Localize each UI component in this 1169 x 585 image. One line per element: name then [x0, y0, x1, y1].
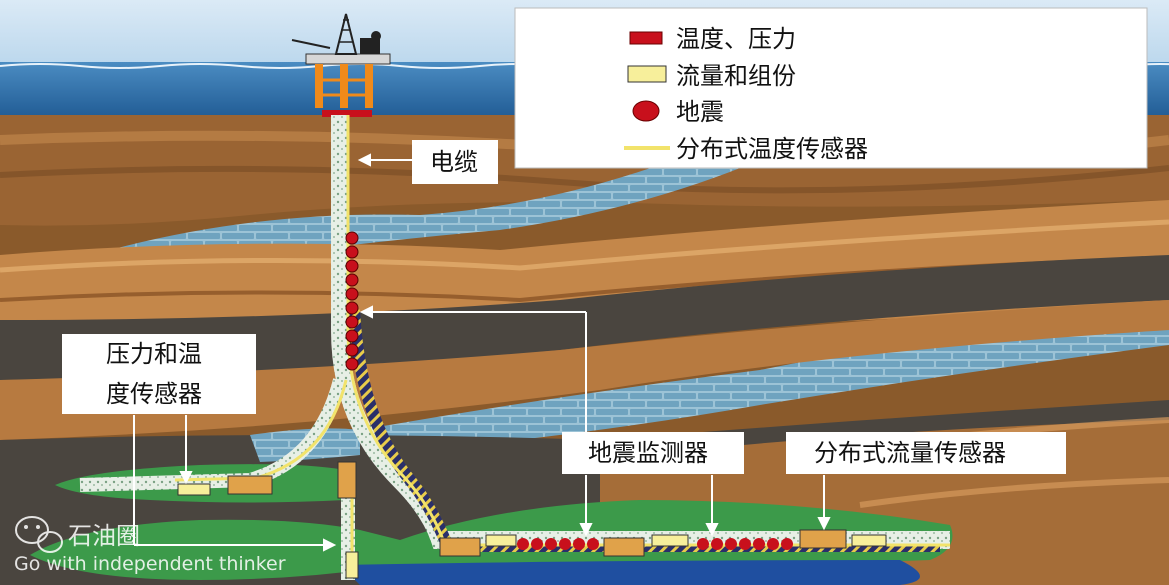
offshore-platform — [291, 13, 391, 117]
legend-label-seismic: 地震 — [676, 98, 724, 126]
watermark: 石油圈 Go with independent thinker — [14, 516, 286, 575]
callout-cable: 电缆 — [412, 140, 498, 184]
sandstone-layer-lower — [0, 300, 1169, 440]
legend: 温度、压力 流量和组份 地震 分布式温度传感器 — [514, 7, 1148, 169]
rock-streak — [0, 165, 1169, 194]
wechat-icon — [15, 516, 63, 553]
seismic-sensor-string-vertical — [345, 231, 359, 371]
seismic-monitor-label: 地震监测器 — [588, 439, 708, 467]
shale-band-upper — [0, 255, 1169, 380]
legend-label-flow-composition: 流量和组份 — [676, 62, 796, 90]
legend-symbol-red-bar — [629, 31, 663, 45]
distributed-flow-label: 分布式流量传感器 — [814, 439, 1006, 467]
limestone-band-upper — [110, 140, 760, 268]
seismic-sensor-string-horizontal — [517, 538, 793, 550]
water-zone — [340, 560, 920, 585]
legend-label-distributed-temperature: 分布式温度传感器 — [676, 135, 868, 163]
rock-streak — [859, 477, 1169, 508]
watermark-slogan: Go with independent thinker — [14, 553, 286, 575]
legend-symbol-yellow-box — [627, 65, 667, 83]
pt-sensor-label-line1: 压力和温 — [106, 340, 202, 368]
legend-label-temp-pressure: 温度、压力 — [676, 25, 796, 53]
callout-pt-sensor: 压力和温 度传感器 — [62, 334, 256, 414]
flow-sensors — [177, 461, 887, 579]
legend-symbol-red-dot — [632, 100, 660, 122]
callout-distributed-flow: 分布式流量传感器 — [786, 432, 1066, 474]
callout-arrows — [133, 153, 831, 552]
watermark-brand: 石油圈 — [68, 522, 140, 550]
legend-box — [514, 7, 1148, 169]
pt-sensor-label-line2: 度传感器 — [106, 380, 202, 408]
cable-label: 电缆 — [430, 148, 478, 176]
callout-seismic-monitor: 地震监测器 — [562, 432, 744, 474]
rock-streak — [0, 219, 1169, 273]
